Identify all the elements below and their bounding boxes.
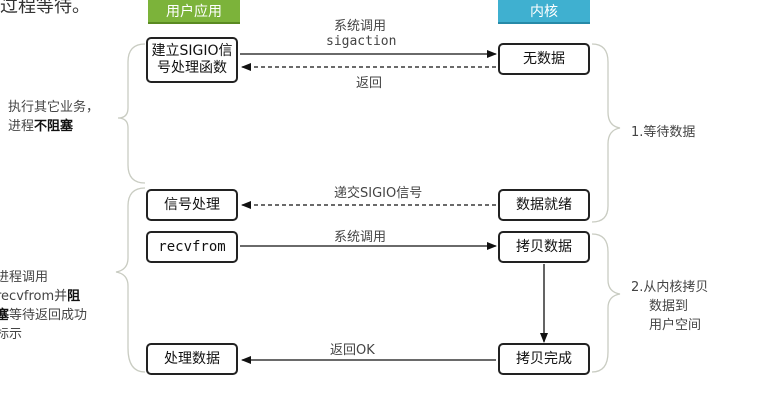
right-note-phase2-line2: 数据到 bbox=[649, 299, 689, 314]
box-recvfrom: recvfrom bbox=[146, 231, 238, 263]
right-note-phase2-line3: 用户空间 bbox=[649, 318, 702, 333]
right-note-phase1: 1.等待数据 bbox=[631, 125, 696, 140]
label-syscall: 系统调用 bbox=[334, 19, 387, 34]
box-copy-data: 拷贝数据 bbox=[498, 231, 590, 263]
right-note-phase2: 2.从内核拷贝 数据到 用户空间 bbox=[631, 278, 708, 335]
box-signal-handle: 信号处理 bbox=[146, 189, 238, 221]
box-setup-sigio: 建立SIGIO信号处理函数 bbox=[146, 37, 238, 83]
left-note-phase1: 执行其它业务， 进程不阻塞 bbox=[8, 98, 99, 136]
left-brace-phase2 bbox=[115, 187, 146, 373]
left-note-phase2-line2: recvfrom并阻 bbox=[0, 289, 81, 304]
box-data-ready: 数据就绪 bbox=[498, 189, 590, 221]
box-no-data: 无数据 bbox=[498, 43, 590, 75]
right-note-phase2-line1: 2.从内核拷贝 bbox=[631, 280, 709, 295]
left-note-phase2-line4: 标示 bbox=[0, 327, 23, 342]
box-copy-done: 拷贝完成 bbox=[498, 343, 590, 375]
left-note-phase1-line1: 执行其它业务， bbox=[8, 100, 100, 115]
label-syscall-2: 系统调用 bbox=[334, 230, 387, 245]
label-deliver-sigio: 递交SIGIO信号 bbox=[334, 186, 423, 201]
left-note-phase2-line3: 塞等待返回成功 bbox=[0, 308, 88, 323]
left-brace-phase1 bbox=[117, 43, 146, 184]
braces bbox=[115, 43, 621, 373]
header-user-app: 用户应用 bbox=[148, 0, 240, 24]
left-note-phase1-line2: 进程不阻塞 bbox=[8, 119, 74, 134]
box-process-data: 处理数据 bbox=[146, 343, 238, 375]
top-cut-text: 过程等待。 bbox=[0, 0, 90, 17]
left-note-phase2: 进程调用 recvfrom并阻 塞等待返回成功 标示 bbox=[0, 268, 87, 344]
label-return-ok: 返回OK bbox=[330, 343, 375, 358]
right-brace-phase2 bbox=[591, 233, 621, 373]
right-brace-phase1 bbox=[591, 43, 621, 223]
label-return: 返回 bbox=[356, 76, 383, 91]
label-sigaction: sigaction bbox=[326, 34, 397, 49]
header-kernel: 内核 bbox=[498, 0, 590, 24]
left-note-phase2-line1: 进程调用 bbox=[0, 270, 49, 285]
